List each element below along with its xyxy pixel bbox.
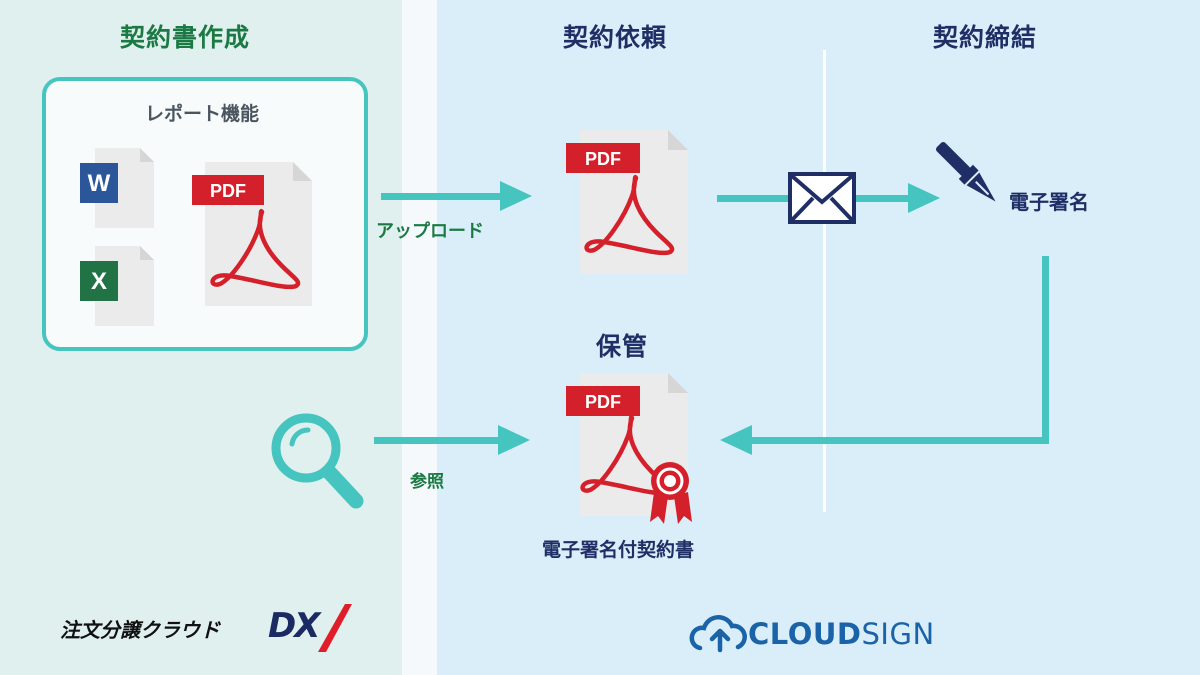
- section-divider: [823, 50, 826, 512]
- certificate-seal-icon: [650, 462, 692, 524]
- pen-icon: [935, 141, 996, 202]
- dx-logo-text: DX: [268, 606, 320, 646]
- chumon-bunjo-cloud-logo: 注文分譲クラウド: [60, 618, 220, 642]
- pdf-document-icon: PDF: [192, 162, 312, 306]
- word-letter: W: [88, 170, 111, 197]
- mail-icon: [788, 172, 856, 224]
- title-contract-signing: 契約締結: [933, 23, 1038, 52]
- cloudsign-logo-sign: SIGN: [861, 617, 935, 651]
- return-flow-arrow: [720, 256, 1049, 455]
- pdf-badge: [566, 143, 640, 173]
- reference-label: 参照: [410, 472, 444, 492]
- pdf-badge: [566, 386, 640, 416]
- excel-badge: [80, 261, 118, 301]
- excel-letter: X: [91, 268, 107, 295]
- reference-arrow: [374, 425, 530, 455]
- svg-text:PDF: PDF: [585, 149, 621, 169]
- title-storage: 保管: [596, 332, 649, 361]
- signed-contract-label: 電子署名付契約書: [542, 539, 695, 561]
- word-badge: [80, 163, 118, 203]
- pdf-badge: [192, 175, 264, 205]
- cloudsign-cloud-icon: [689, 615, 747, 653]
- dx-logo-mark: [318, 604, 352, 652]
- cloudsign-logo: CLOUDSIGN: [748, 617, 935, 651]
- magnifier-icon: [271, 413, 364, 509]
- cloudsign-panel: [437, 0, 1200, 675]
- svg-text:PDF: PDF: [210, 181, 246, 201]
- word-document-icon: W: [80, 148, 154, 228]
- title-contract-request: 契約依頼: [563, 23, 668, 52]
- upload-arrow: [381, 181, 532, 211]
- excel-document-icon: X: [80, 246, 154, 326]
- pdf-request-icon: PDF: [566, 130, 688, 274]
- report-function-title: レポート機能: [144, 103, 259, 125]
- title-contract-creation: 契約書作成: [120, 23, 251, 52]
- upload-label: アップロード: [376, 221, 484, 242]
- cloudsign-logo-cloud: CLOUD: [748, 617, 862, 651]
- svg-text:PDF: PDF: [585, 392, 621, 412]
- esign-label: 電子署名: [1009, 190, 1089, 214]
